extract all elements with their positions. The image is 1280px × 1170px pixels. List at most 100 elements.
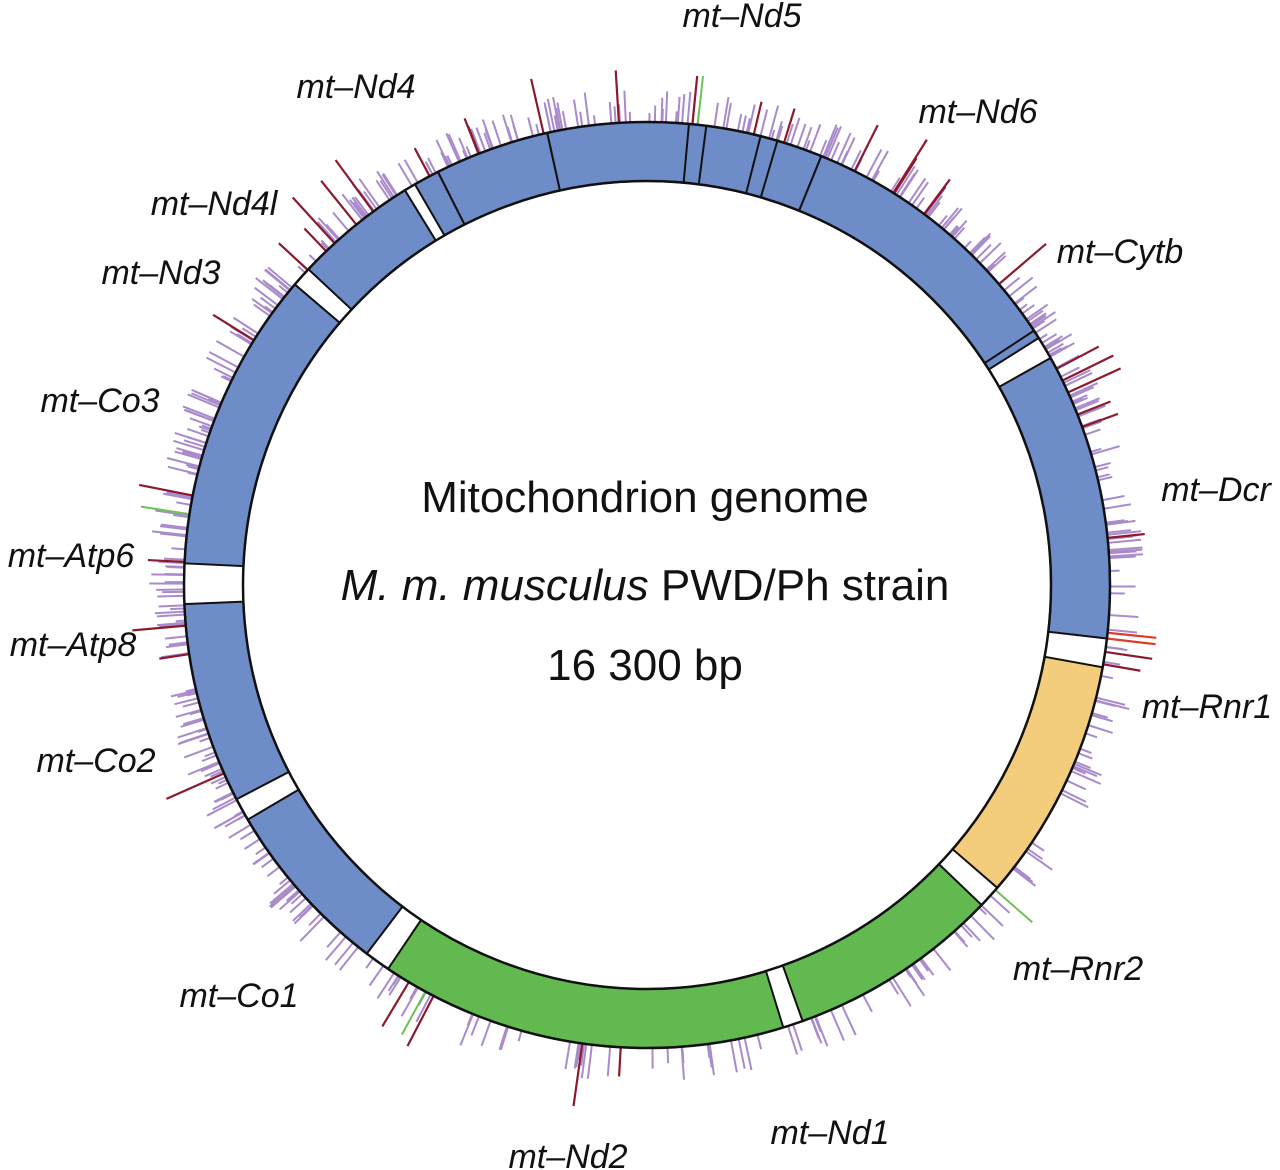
variant-tick-minor [1030,312,1047,325]
variant-tick-major [381,982,410,1027]
variant-tick-minor [165,643,187,649]
variant-tick-minor [970,232,991,254]
variant-tick-minor [759,109,769,136]
variant-tick-minor [1075,761,1091,769]
variant-tick-minor [470,1016,480,1036]
variant-tick-minor [308,254,316,262]
variant-tick-major [334,159,374,212]
variant-tick-minor [244,838,260,850]
variant-tick-minor [222,375,232,381]
variant-tick-minor [159,623,185,628]
gene-label-dcr: mt–Dcr [1161,471,1272,509]
variant-tick-minor [1072,767,1086,775]
variant-tick-minor [785,123,794,143]
variant-tick-minor [1032,842,1045,852]
variant-tick-minor [204,768,222,778]
variant-tick-minor [824,127,839,158]
variant-tick-minor [899,169,919,198]
variant-tick-minor [971,235,992,256]
variant-tick-minor [586,1045,593,1079]
variant-tick-minor [266,866,280,878]
variant-tick-minor [1108,628,1138,634]
variant-tick-minor [826,126,842,159]
variant-tick-minor [480,1021,492,1047]
variant-tick-major [406,996,435,1047]
gene-segment-mt-rnr1 [781,862,984,1023]
variant-tick-minor [206,799,237,817]
variant-tick-minor [167,465,197,475]
variant-tick-minor [379,179,393,199]
variant-tick-minor [675,111,678,122]
variant-tick-minor [871,150,889,180]
variant-tick-minor [981,905,1004,927]
variant-tick-major [572,1044,584,1107]
variant-tick-minor [409,987,418,1000]
variant-tick-minor [198,425,210,432]
variant-tick-minor [483,132,491,149]
variant-tick-minor [201,424,211,430]
variant-tick-minor [499,1027,509,1051]
variant-tick-minor [1106,519,1136,526]
variant-tick-minor [338,947,359,971]
variant-tick-minor [1049,347,1063,356]
variant-tick-minor [681,93,686,123]
variant-tick-minor [509,114,519,140]
variant-tick-minor [241,327,256,338]
variant-tick-minor [1101,675,1114,680]
variant-tick-minor [517,1031,523,1042]
gene-label-nd4: mt–Nd4 [296,68,415,106]
variant-tick-minor [299,916,325,942]
variant-tick-minor [872,170,880,181]
variant-tick-minor [368,965,384,987]
variant-tick-minor [334,942,354,966]
variant-tick-minor [979,242,1002,264]
variant-tick-minor [830,141,841,160]
variant-tick-minor [204,751,215,758]
variant-tick-minor [1096,699,1130,711]
variant-tick-major [159,653,189,660]
variant-tick-minor [155,509,189,517]
center-title-line1: Mitochondrion genome [421,473,869,522]
variant-tick-minor [1092,714,1113,723]
variant-tick-minor [163,557,184,561]
variant-tick-minor [255,847,266,855]
variant-tick-minor [890,177,901,192]
variant-tick-minor [481,119,494,148]
variant-tick-minor [920,958,935,976]
variant-tick-minor [299,905,313,919]
variant-tick-minor [911,964,924,981]
variant-tick-minor [892,977,912,1007]
variant-tick-minor [745,118,751,133]
variant-tick-minor [325,223,340,239]
variant-tick-minor [376,973,395,999]
variant-tick-major [147,558,184,563]
gene-label-co3: mt–Co3 [40,382,159,420]
variant-tick-minor [232,316,258,334]
variant-tick-minor [185,463,199,469]
variant-tick-minor [264,305,273,313]
variant-tick-major [691,75,699,124]
species-name: M. m. musculus [341,561,649,610]
variant-tick-major [413,147,431,176]
variant-tick-minor [290,893,303,905]
variant-tick-minor [990,895,1011,914]
genome-ring [182,120,1112,1050]
variant-tick-minor [403,159,419,183]
variant-tick-minor [491,120,502,146]
variant-tick-minor [270,886,296,909]
variant-tick-minor [427,157,437,173]
variant-tick-minor [963,923,981,942]
variant-tick-minor [1078,752,1093,760]
variant-tick-minor [239,830,255,841]
variant-tick-minor [725,102,732,129]
variant-tick-minor [1047,342,1064,354]
variant-tick-minor [722,96,730,128]
variant-tick-minor [553,115,559,130]
variant-tick-minor [1091,445,1120,456]
gene-label-nd4l: mt–Nd4l [151,185,279,223]
variant-tick-minor [841,137,856,165]
variant-tick-minor [170,689,196,698]
variant-tick-minor [435,139,450,166]
variant-tick-minor [1109,550,1137,555]
variant-tick-minor [552,96,561,130]
